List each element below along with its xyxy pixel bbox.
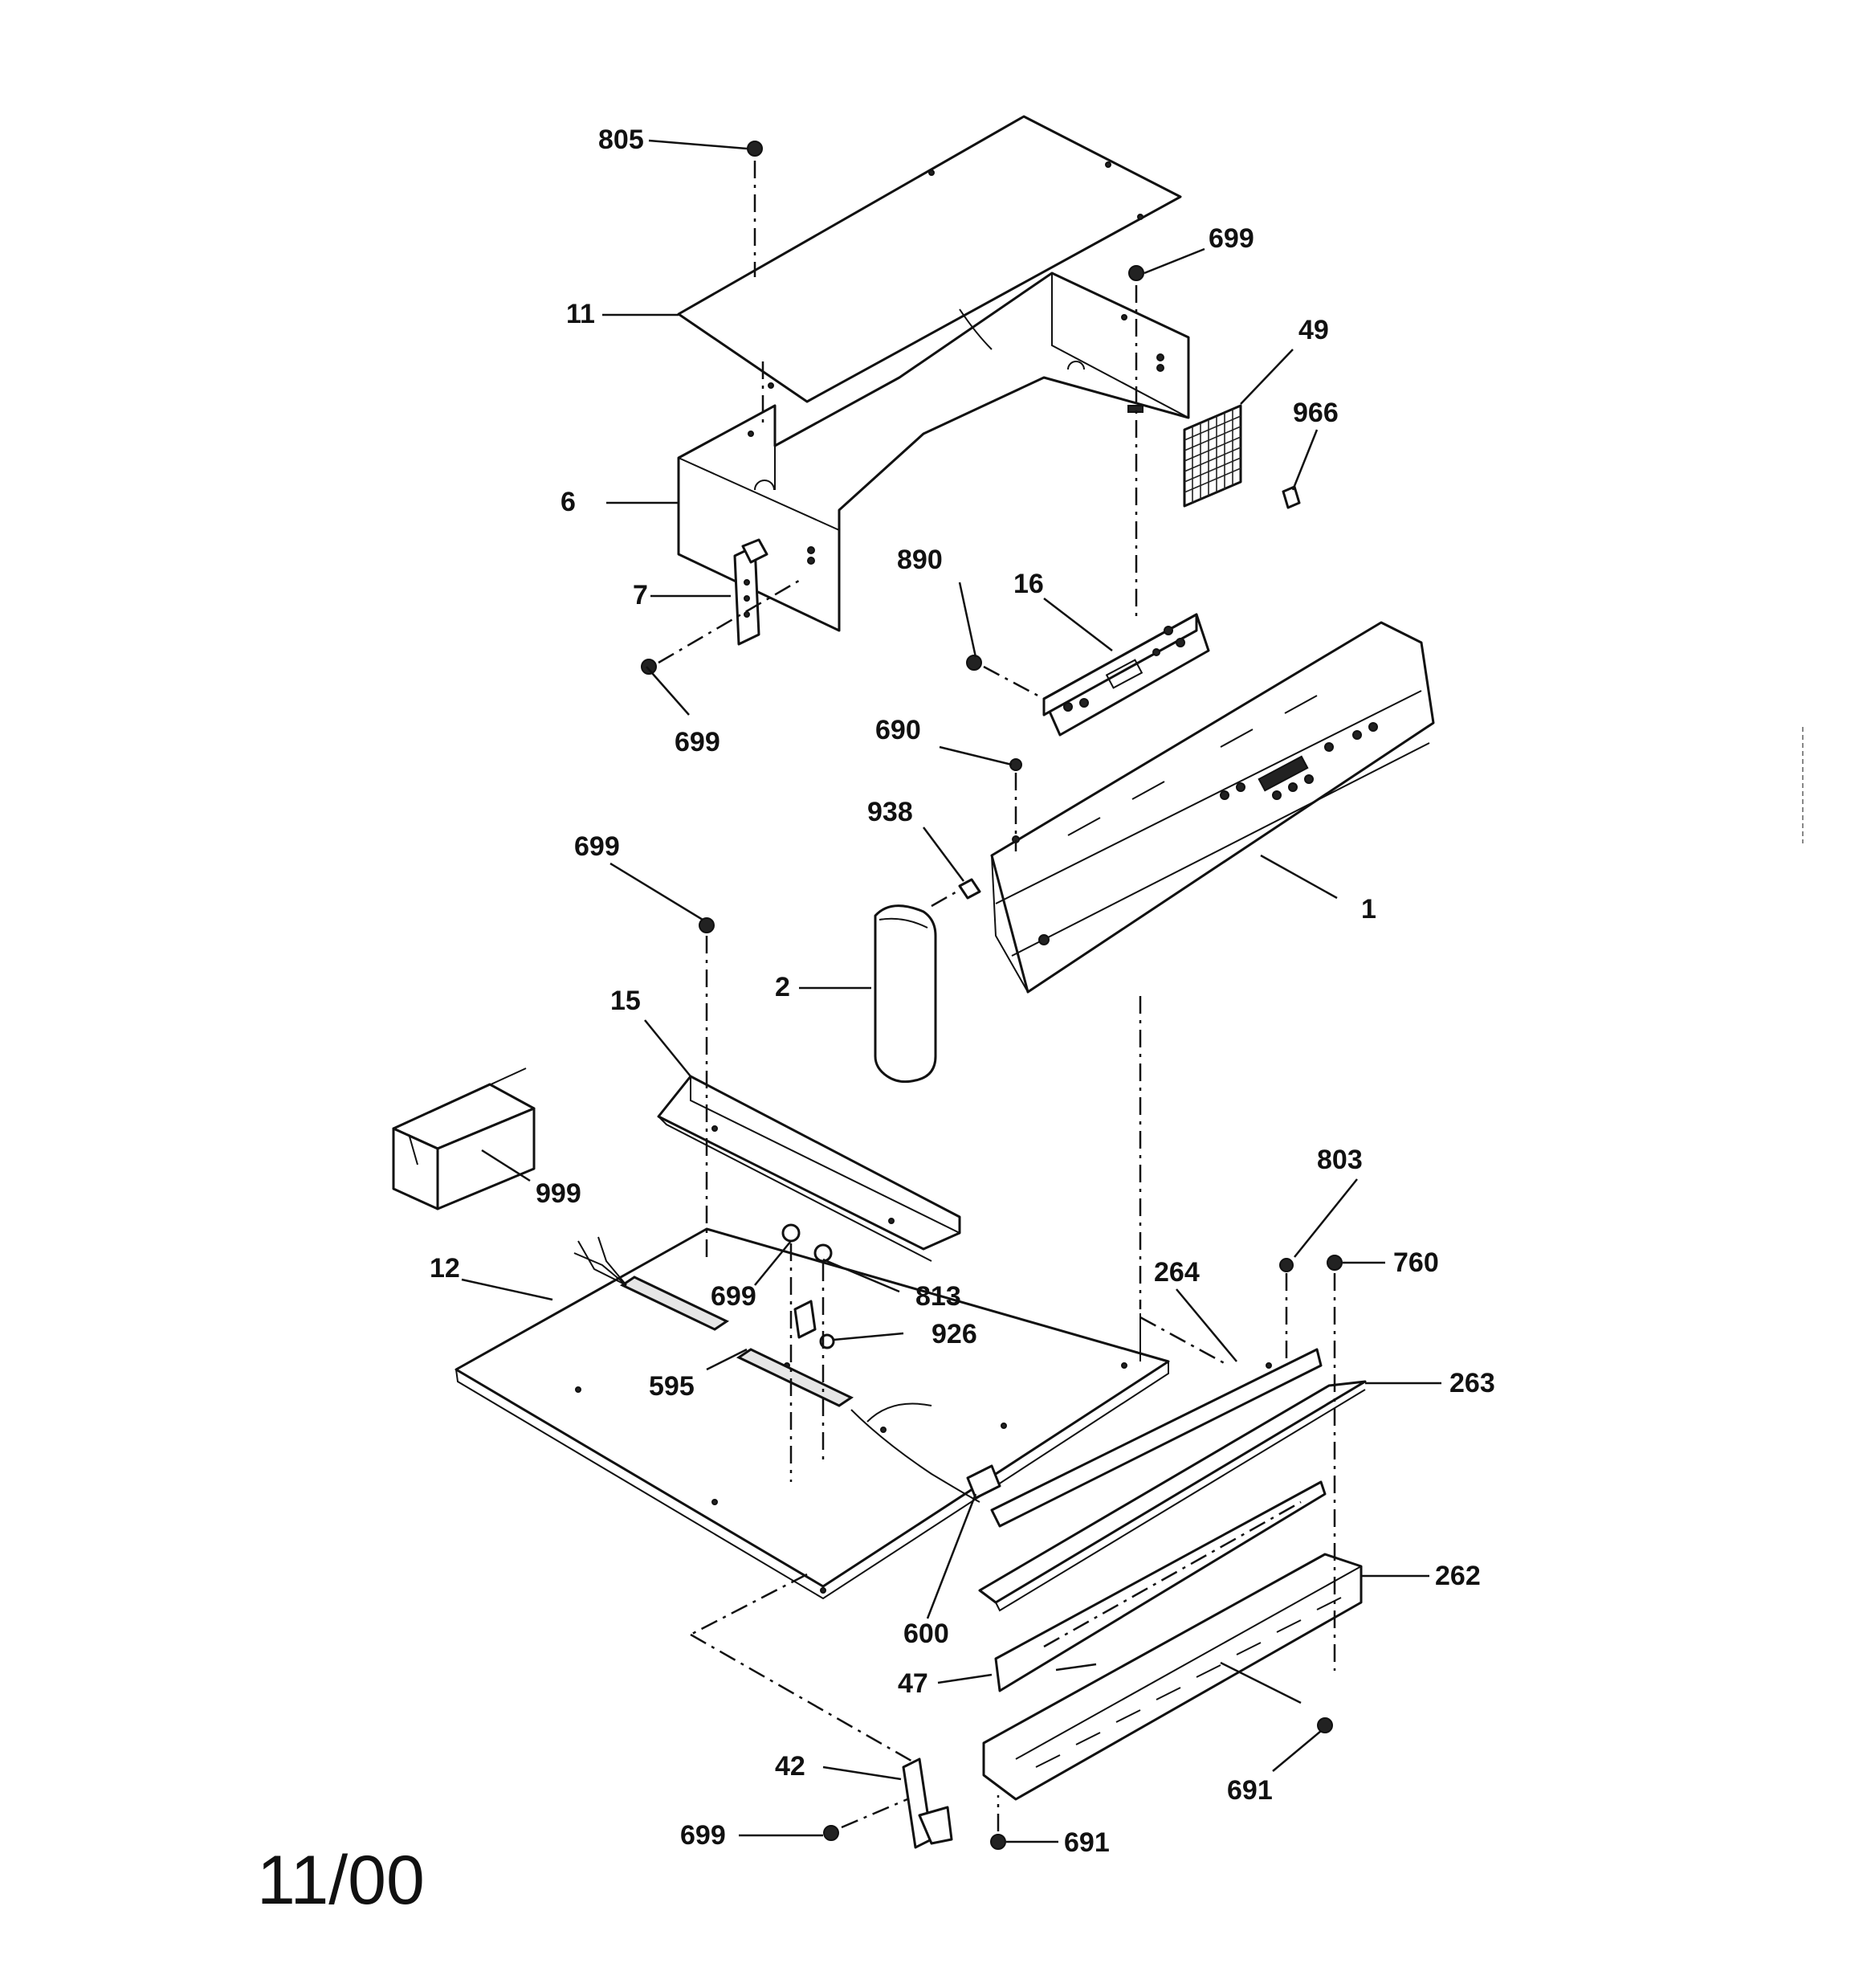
label-938: 938: [867, 797, 913, 827]
part-labels: 805 699 11 49 966 6 890 16 7 699 690 938…: [430, 125, 1495, 1858]
label-11: 11: [566, 299, 595, 329]
label-966: 966: [1293, 398, 1339, 428]
screw-699-mid-icon: [699, 917, 715, 933]
leader-lines: [461, 139, 1441, 1843]
screw-805-icon: [747, 141, 763, 157]
label-699-top: 699: [1209, 223, 1254, 254]
screws: [641, 141, 1343, 1850]
label-760: 760: [1393, 1247, 1439, 1278]
revision-date: 11/00: [257, 1842, 425, 1919]
screw-803-icon: [1279, 1258, 1294, 1272]
label-699-base: 699: [711, 1281, 756, 1312]
label-263: 263: [1449, 1368, 1495, 1398]
label-813: 813: [915, 1281, 961, 1312]
label-262: 262: [1435, 1561, 1481, 1591]
screw-690-icon: [1009, 758, 1022, 771]
screw-699-left-icon: [641, 659, 657, 675]
label-699-bottom: 699: [680, 1820, 726, 1851]
bracket-part-42: [902, 1757, 953, 1849]
mesh-grille: [1183, 404, 1242, 508]
label-264: 264: [1154, 1257, 1200, 1288]
label-600: 600: [903, 1619, 949, 1649]
label-699-left: 699: [675, 727, 720, 757]
vent-trim-262: [982, 1553, 1363, 1801]
vent-panel-47: [994, 1480, 1327, 1692]
label-6: 6: [561, 487, 576, 517]
label-699-mid: 699: [574, 831, 620, 862]
label-2: 2: [775, 972, 790, 1002]
label-7: 7: [633, 580, 648, 610]
channel-part-15: [657, 1075, 961, 1262]
screw-691-right-icon: [1317, 1717, 1333, 1733]
screw-699-top-icon: [1128, 265, 1144, 281]
front-trim-263: [978, 1380, 1367, 1612]
rear-channel-box: [677, 271, 1190, 632]
label-49: 49: [1298, 315, 1329, 345]
control-board: [1042, 613, 1210, 737]
main-base-panel: [455, 1227, 1170, 1600]
label-890: 890: [897, 545, 943, 575]
connector-600: [966, 1464, 1001, 1500]
label-12: 12: [430, 1253, 460, 1284]
label-691-right: 691: [1227, 1775, 1273, 1806]
carton-999: [392, 1067, 536, 1210]
screw-699-bottom-icon: [823, 1825, 839, 1841]
screw-691-bottom-icon: [990, 1834, 1006, 1850]
assembly-lines: [658, 161, 1336, 1831]
end-cap: [874, 904, 937, 1084]
label-926: 926: [932, 1319, 977, 1349]
control-panel-backguard: [990, 621, 1435, 994]
label-803: 803: [1317, 1145, 1363, 1175]
label-42: 42: [775, 1751, 805, 1782]
label-15: 15: [610, 986, 641, 1016]
retainer-clip-966: [1282, 485, 1301, 509]
bracket-part-7: [733, 538, 768, 646]
label-16: 16: [1013, 569, 1044, 599]
front-trim-264: [990, 1348, 1323, 1528]
screw-890-icon: [966, 655, 982, 671]
label-690: 690: [875, 715, 921, 745]
label-691-bottom: 691: [1064, 1827, 1110, 1858]
label-999: 999: [536, 1178, 581, 1209]
screw-760-icon: [1327, 1255, 1343, 1271]
clip-938: [958, 878, 981, 900]
label-805: 805: [598, 125, 644, 155]
top-cover-panel: [677, 115, 1182, 403]
label-1: 1: [1361, 894, 1376, 925]
label-47: 47: [898, 1668, 928, 1699]
label-595: 595: [649, 1371, 695, 1402]
